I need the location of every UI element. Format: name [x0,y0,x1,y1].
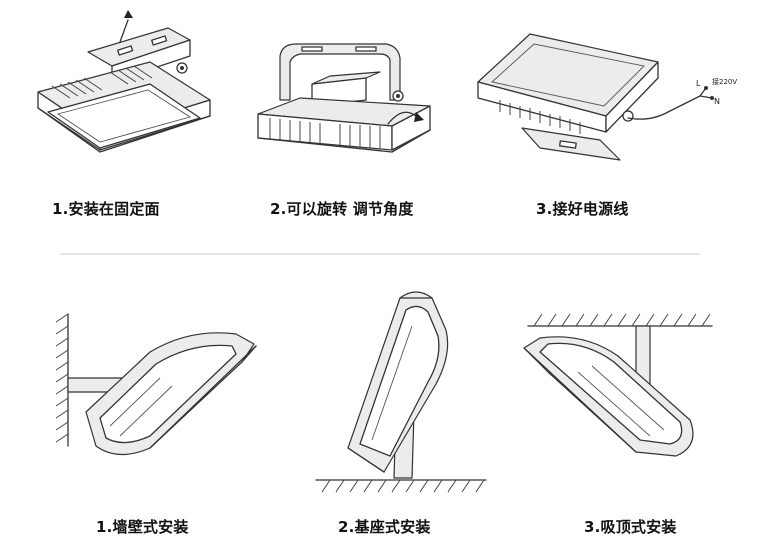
heatsink-fins-2 [269,118,381,149]
caption-ceiling-mount: 3.吸顶式安装 [584,518,677,536]
wire-live-label: L [696,79,701,88]
heatsink-fins-3 [499,100,581,134]
floor-hatch [321,479,485,493]
wall-hatch [55,313,69,443]
fig-wall-mount [55,313,257,456]
fig-connect-power: L N 接220V [477,33,737,161]
caption-wall-mount: 1.墙壁式安装 [96,518,189,536]
fig-mount-fixed-surface [37,10,211,153]
caption-base-mount: 2.基座式安装 [338,518,431,536]
fig-adjust-angle [257,43,431,153]
fig-base-mount [315,291,487,493]
heatsink-fins [51,65,153,99]
wire-voltage-label: 接220V [712,77,737,86]
ceiling-hatch [533,313,711,327]
caption-connect-power: 3.接好电源线 [536,200,629,218]
caption-adjust-angle: 2.可以旋转 调节角度 [270,200,414,218]
wire-neutral-label: N [714,97,720,106]
fig-ceiling-mount [523,313,713,457]
caption-mount-fixed-surface: 1.安装在固定面 [52,200,160,218]
